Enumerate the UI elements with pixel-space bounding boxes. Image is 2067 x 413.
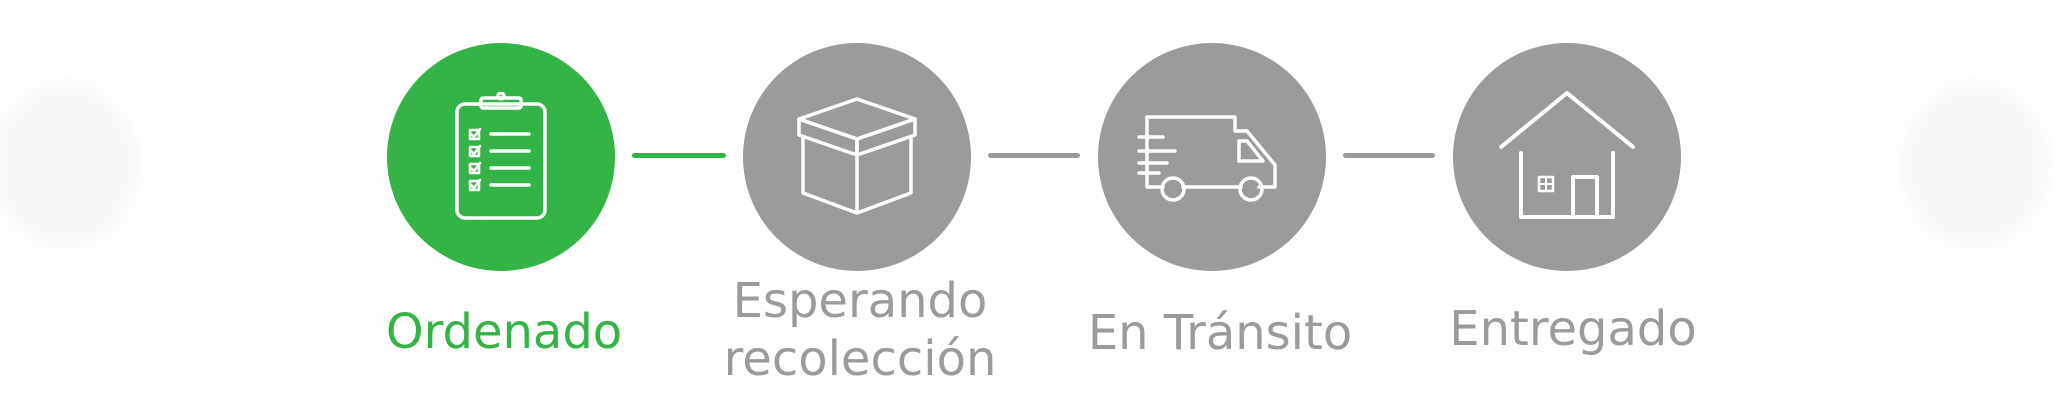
step-label-delivered: Entregado xyxy=(1449,301,1697,357)
connector-3 xyxy=(1343,153,1435,158)
delivery-truck-icon xyxy=(1137,115,1277,202)
faded-decoration-left xyxy=(0,80,140,250)
step-label-awaiting-pickup: Esperando recolección xyxy=(723,273,997,387)
package-box-icon xyxy=(797,97,917,215)
step-delivered-circle xyxy=(1453,43,1681,271)
connector-2 xyxy=(988,153,1080,158)
step-ordered-circle xyxy=(387,43,615,271)
faded-decoration-right xyxy=(1900,80,2050,250)
step-label-in-transit: En Tránsito xyxy=(1087,305,1353,361)
step-in-transit-circle xyxy=(1098,43,1326,271)
connector-1 xyxy=(632,153,726,158)
step-awaiting-pickup-circle xyxy=(743,43,971,271)
clipboard-checklist-icon xyxy=(455,92,547,220)
house-icon xyxy=(1499,91,1635,219)
step-label-ordered: Ordenado xyxy=(385,304,623,360)
